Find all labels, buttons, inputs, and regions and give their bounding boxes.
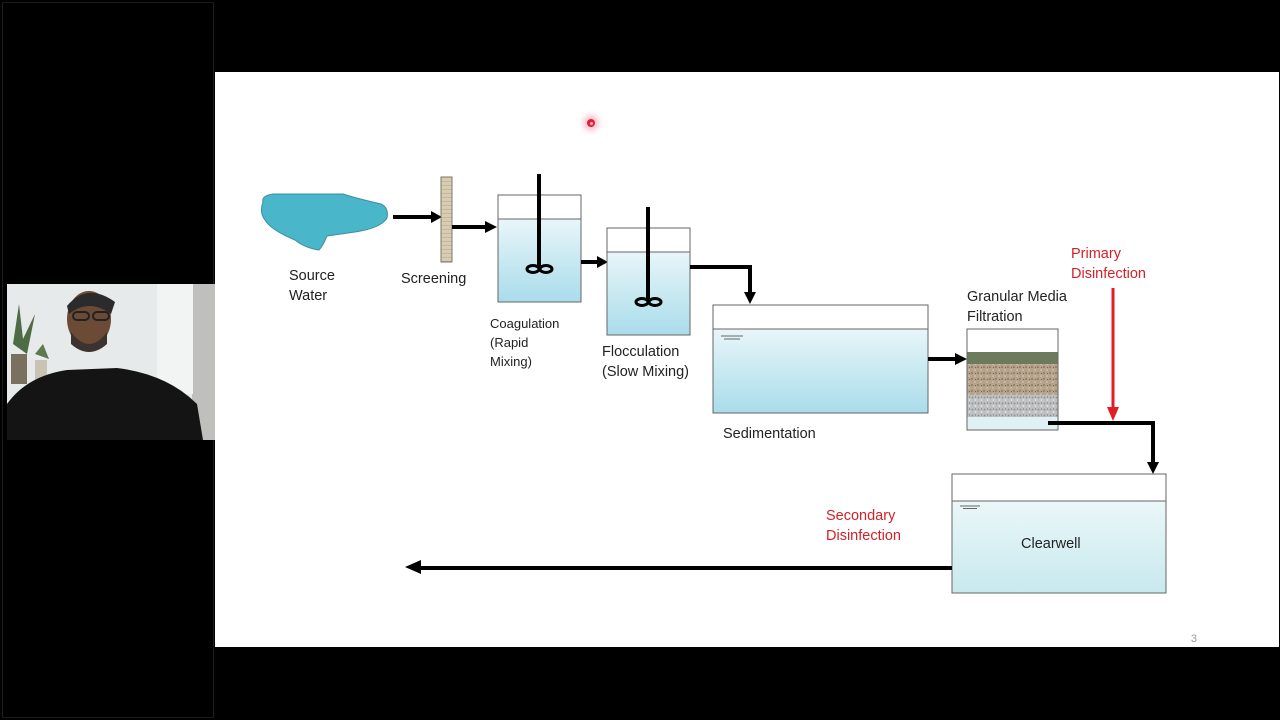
plant-icon	[13, 304, 35, 354]
page-number: 3	[1190, 633, 1197, 645]
label-coagulation: Coagulation (Rapid Mixing)	[490, 316, 560, 369]
flow-arrow	[690, 265, 756, 304]
presenter-silhouette	[7, 284, 216, 440]
sedimentation-basin	[712, 304, 929, 414]
filter-column	[966, 328, 1059, 431]
flow-arrow	[581, 256, 608, 268]
label-source-water: Source Water	[289, 268, 335, 304]
label-screening: Screening	[401, 271, 467, 287]
clearwell-tank	[951, 473, 1167, 594]
screen-bar	[440, 176, 453, 263]
slide: Source Water Screening Coagulation (Rapi…	[215, 72, 1279, 647]
flocculation-tank	[606, 207, 691, 336]
label-primary-disinfection: Primary Disinfection	[1071, 246, 1146, 282]
flow-arrow	[393, 211, 442, 223]
label-flocculation: Flocculation (Slow Mixing)	[602, 344, 690, 380]
label-sedimentation: Sedimentation	[723, 426, 816, 442]
flow-arrow	[928, 353, 967, 365]
presenter-video[interactable]	[7, 284, 216, 440]
coagulation-tank	[497, 174, 582, 303]
label-clearwell: Clearwell	[1021, 536, 1081, 552]
treatment-diagram	[260, 174, 1167, 594]
flow-arrow	[1048, 421, 1159, 474]
label-filtration: Granular Media Filtration	[967, 289, 1067, 325]
webcam-panel	[2, 2, 216, 718]
distribution-arrow	[405, 560, 952, 574]
laser-pointer	[587, 119, 595, 127]
primary-disinfection-arrow	[1107, 288, 1119, 421]
flow-arrow	[452, 221, 497, 233]
source-water-shape	[260, 193, 388, 251]
label-secondary-disinfection: Secondary Disinfection	[826, 508, 901, 544]
